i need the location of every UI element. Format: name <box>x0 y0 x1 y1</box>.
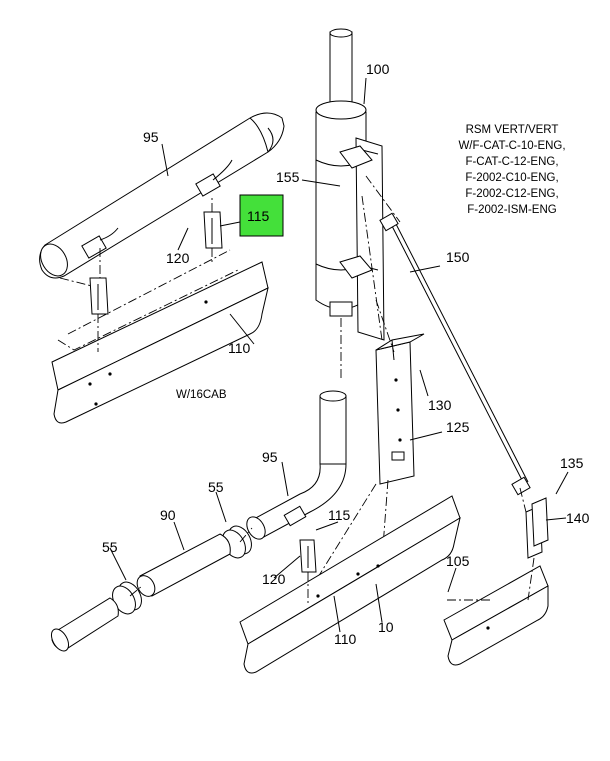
stay-rod-150 <box>379 212 531 496</box>
note-line: F-2002-C12-ENG, <box>465 188 558 200</box>
note-line: F-2002-ISM-ENG <box>467 204 557 216</box>
lower-dashes <box>129 487 535 606</box>
callout-125: 125 <box>446 419 470 435</box>
callout-140: 140 <box>566 510 590 526</box>
callout-155: 155 <box>276 169 300 185</box>
pipe-90 <box>136 533 231 597</box>
note-line: F-CAT-C-12-ENG, <box>465 156 558 168</box>
callout-55-lower: 55 <box>102 539 118 555</box>
callout-55-upper: 55 <box>208 479 224 495</box>
lower-clamp-115 <box>283 505 317 573</box>
note-line: RSM VERT/VERT <box>466 124 559 136</box>
leader-lines <box>109 77 569 633</box>
callout-120-lower: 120 <box>262 571 286 587</box>
callout-120-upper: 120 <box>166 250 190 266</box>
applicability-note: RSM VERT/VERT W/F-CAT-C-10-ENG, F-CAT-C-… <box>458 124 565 216</box>
callout-105: 105 <box>446 553 470 569</box>
upper-left-brackets-115 <box>89 211 223 315</box>
callout-100: 100 <box>366 61 390 77</box>
muffler-bracket-155 <box>339 137 385 341</box>
callout-110-lower: 110 <box>334 631 357 647</box>
upper-left-frame-110 <box>51 261 269 424</box>
note-line: W/F-CAT-C-10-ENG, <box>458 140 565 152</box>
frame-rail-105 <box>443 565 549 666</box>
callout-10: 10 <box>378 619 394 635</box>
upper-left-dashes <box>57 196 239 352</box>
upper-left-clamps <box>81 159 233 259</box>
stack-pipe-top <box>329 28 353 105</box>
callout-115-highlighted[interactable]: 115 <box>247 208 270 224</box>
center-dashes <box>309 175 401 591</box>
frame-rail-110-lower <box>239 495 461 674</box>
note-line: F-2002-C10-ENG, <box>465 172 558 184</box>
flex-hose <box>50 597 119 652</box>
callout-95-upper: 95 <box>143 129 159 145</box>
callout-115-lower: 115 <box>328 507 351 523</box>
callout-90: 90 <box>160 507 176 523</box>
callout-130: 130 <box>428 397 452 413</box>
upright-bracket-125 <box>375 333 425 485</box>
upper-left-pipe-95 <box>39 112 285 279</box>
highlight-box-115[interactable] <box>239 194 284 237</box>
cab-label: W/16CAB <box>176 389 227 401</box>
callout-110-upper: 110 <box>228 340 251 356</box>
callout-135: 135 <box>560 455 584 471</box>
callout-95-lower: 95 <box>262 449 278 465</box>
callout-150: 150 <box>446 249 470 265</box>
rod-mount-bracket-140 <box>525 497 549 559</box>
